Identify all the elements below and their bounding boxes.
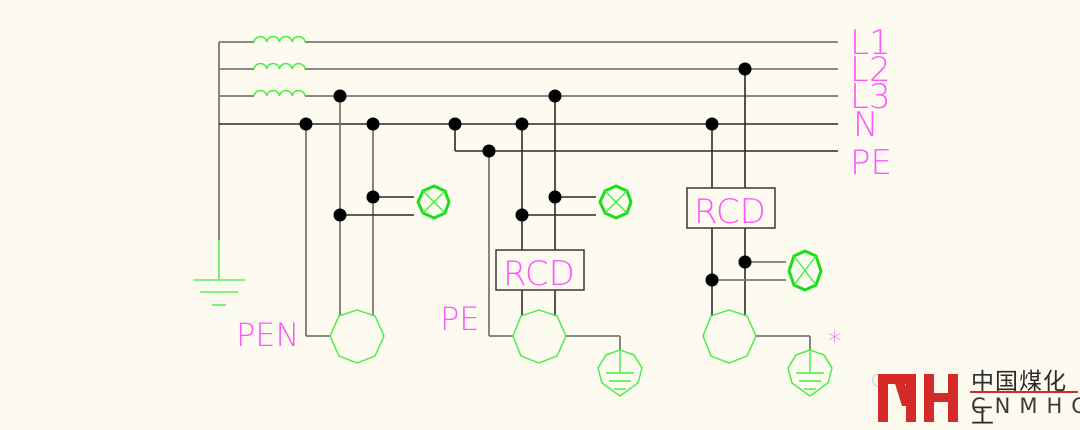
inductor-l3 (253, 89, 306, 97)
label-l2: L2 (850, 50, 891, 90)
junction-dot (448, 117, 462, 131)
rcd-label: RCD (694, 192, 766, 232)
earth-symbol (193, 279, 245, 306)
junction-dot (548, 190, 562, 204)
label-pen: PEN (236, 316, 299, 354)
logo-name-zh: 中国煤化工 (971, 369, 1067, 429)
logo-mark (871, 373, 958, 422)
rcd-label: RCD (503, 254, 575, 294)
label-pe-circuit: PE (440, 300, 480, 338)
junction-dot (299, 117, 313, 131)
logo-divider (970, 391, 1078, 393)
junction-dot (548, 89, 562, 103)
label-l3: L3 (850, 77, 891, 117)
junction-dot (515, 117, 529, 131)
lamp-icon (598, 184, 633, 220)
junction-dot (482, 144, 496, 158)
brand-logo: 中国煤化工 CNMHG (868, 360, 1080, 429)
junction-dot (366, 117, 380, 131)
lamp-icon (416, 184, 451, 220)
asterisk-mark: * (828, 327, 841, 357)
logo-name-en: CNMHG (971, 394, 1080, 418)
socket-icon (702, 309, 757, 364)
junction-dot (738, 62, 752, 76)
label-l1: L1 (850, 23, 891, 63)
lamp-icon (787, 249, 823, 292)
bus-labels: L1 L2 L3 N PE (850, 23, 892, 183)
junction-dot (705, 273, 719, 287)
earth-terminal-icon (787, 349, 833, 397)
inductor-l1 (253, 35, 306, 43)
junction-dot (705, 117, 719, 131)
circuit-pe-rcd: RCD PE (440, 89, 643, 397)
earth-terminal-icon (597, 349, 643, 397)
junction-dot (366, 190, 380, 204)
label-n: N (853, 105, 878, 145)
junction-dot (738, 255, 752, 269)
rcd-box (686, 187, 776, 229)
label-pe: PE (850, 143, 892, 183)
circuit-pen: PEN (236, 89, 451, 364)
rcd-box (495, 249, 585, 291)
junction-dot (333, 208, 347, 222)
inductors (253, 35, 306, 97)
circuit-rcd-tt: RCD * (686, 62, 841, 397)
inductor-l2 (253, 62, 306, 70)
socket-icon (329, 309, 385, 364)
junction-dot (515, 208, 529, 222)
socket-icon (512, 309, 567, 364)
junction-dot (333, 89, 347, 103)
